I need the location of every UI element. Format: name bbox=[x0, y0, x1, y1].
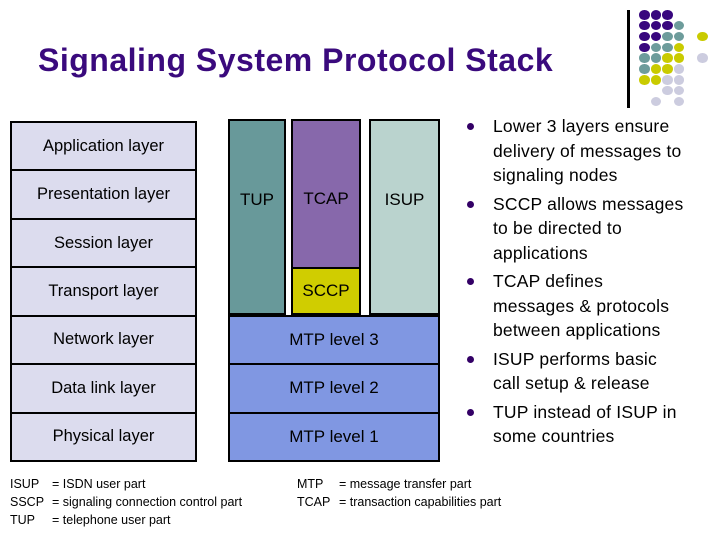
legend-definition: = signaling connection control part bbox=[52, 495, 243, 509]
bullet-text: TUP instead of ISUP in some countries bbox=[493, 401, 677, 447]
legend-abbr: ISUP bbox=[10, 477, 40, 491]
legend-abbr: SSCP bbox=[10, 495, 45, 509]
decoration-dot bbox=[662, 64, 673, 74]
bullet-icon bbox=[467, 278, 474, 285]
isup-label: ISUP bbox=[384, 190, 425, 209]
legend-definition: = transaction capabilities part bbox=[339, 495, 502, 509]
legend-abbr: TUP bbox=[10, 513, 35, 527]
tup-box: TUP bbox=[228, 119, 286, 315]
decoration-dot bbox=[650, 64, 662, 74]
bullet-text: Lower 3 layers ensure delivery of messag… bbox=[493, 116, 682, 185]
decoration-dot bbox=[650, 10, 662, 20]
decoration-dot bbox=[662, 53, 673, 63]
bullet-icon bbox=[467, 408, 474, 416]
legend-entry-mtp: MTP = message transfer part bbox=[297, 475, 501, 493]
decoration-dot bbox=[650, 96, 662, 107]
bullet-list: Lower 3 layers ensure delivery of messag… bbox=[466, 114, 716, 453]
legend-definition: = telephone user part bbox=[52, 513, 171, 527]
decoration-dot bbox=[662, 31, 673, 42]
tcap-label: TCAP bbox=[303, 189, 349, 208]
tup-label: TUP bbox=[240, 190, 274, 209]
sccp-label: SCCP bbox=[302, 281, 350, 300]
decoration-dot bbox=[662, 85, 673, 96]
legend-entry-tup: TUP = telephone user part bbox=[10, 511, 242, 529]
decoration-dot bbox=[639, 31, 650, 42]
decoration-dot bbox=[650, 53, 662, 63]
osi-layer-label: Transport layer bbox=[48, 281, 159, 300]
decoration-dot bbox=[650, 75, 662, 85]
osi-layer-session: Session layer bbox=[10, 217, 197, 269]
decoration-dot bbox=[673, 96, 685, 107]
decoration-dot bbox=[673, 42, 685, 53]
osi-layer-label: Physical layer bbox=[52, 427, 155, 446]
bullet-item: TCAP defines messages & protocols betwee… bbox=[466, 269, 716, 343]
decoration-dot bbox=[673, 64, 685, 74]
bullet-text: TCAP defines messages & protocols betwee… bbox=[493, 271, 670, 340]
decoration-dot bbox=[650, 31, 662, 42]
bullet-item: SCCP allows messages to be directed to a… bbox=[466, 192, 716, 266]
legend-abbr: MTP bbox=[297, 477, 324, 491]
mtp-level-1-box: MTP level 1 bbox=[228, 411, 440, 462]
bullet-text: SCCP allows messages to be directed to a… bbox=[493, 193, 684, 263]
decoration-dot bbox=[639, 20, 650, 31]
osi-layer-label: Session layer bbox=[53, 233, 154, 252]
osi-layer-label: Application layer bbox=[42, 136, 165, 155]
legend-left: ISUP = ISDN user part SSCP = signaling con… bbox=[10, 475, 242, 529]
mtp-level-label: MTP level 3 bbox=[289, 330, 379, 350]
isup-box: ISUP bbox=[369, 119, 440, 315]
bullet-icon bbox=[467, 355, 474, 363]
dots-decoration bbox=[639, 10, 714, 110]
osi-layer-label: Presentation layer bbox=[37, 185, 170, 204]
decoration-dot bbox=[662, 42, 673, 53]
decoration-dot bbox=[650, 42, 662, 53]
decoration-dot bbox=[639, 42, 650, 53]
legend-right: MTP = message transfer part TCAP = transac… bbox=[297, 475, 501, 511]
osi-layer-physical: Physical layer bbox=[10, 411, 197, 462]
decoration-dot bbox=[639, 64, 650, 74]
decoration-dot bbox=[662, 75, 673, 85]
legend-entry-sscp: SSCP = signaling connection control part bbox=[10, 493, 242, 511]
decoration-dot bbox=[639, 10, 650, 20]
decoration-vertical-rule bbox=[627, 10, 630, 108]
mtp-stack: MTP level 3 MTP level 2 MTP level 1 bbox=[228, 315, 440, 462]
mtp-level-label: MTP level 2 bbox=[289, 378, 379, 398]
osi-layer-application: Application layer bbox=[10, 121, 197, 172]
decoration-dot bbox=[639, 75, 650, 85]
osi-layer-stack: Application layer Presentation layer Ses… bbox=[10, 121, 197, 462]
bullet-icon bbox=[467, 200, 474, 208]
osi-layer-network: Network layer bbox=[10, 314, 197, 366]
mtp-level-label: MTP level 1 bbox=[289, 426, 379, 446]
osi-layer-label: Data link layer bbox=[51, 378, 156, 397]
legend-entry-tcap: TCAP = transaction capabilities part bbox=[297, 493, 501, 511]
decoration-dot bbox=[697, 53, 708, 63]
bullet-icon bbox=[467, 123, 474, 130]
decoration-dot bbox=[697, 31, 708, 42]
decoration-dot bbox=[673, 53, 685, 63]
legend-definition: = message transfer part bbox=[339, 477, 472, 491]
decoration-dot bbox=[673, 31, 685, 42]
bullet-item: TUP instead of ISUP in some countries bbox=[466, 400, 716, 449]
decoration-dot bbox=[662, 20, 673, 31]
mtp-level-3-box: MTP level 3 bbox=[228, 315, 440, 366]
page-title: Signaling System Protocol Stack bbox=[38, 42, 554, 78]
legend-abbr: TCAP bbox=[297, 495, 331, 509]
mtp-level-2-box: MTP level 2 bbox=[228, 363, 440, 414]
osi-layer-label: Network layer bbox=[53, 330, 154, 349]
decoration-dot bbox=[639, 53, 650, 63]
bullet-item: ISUP performs basic call setup & release bbox=[466, 347, 716, 396]
decoration-dot bbox=[650, 20, 662, 31]
osi-layer-datalink: Data link layer bbox=[10, 363, 197, 414]
sccp-box: SCCP bbox=[291, 267, 361, 315]
legend-entry-isup: ISUP = ISDN user part bbox=[10, 475, 242, 493]
decoration-dot bbox=[662, 10, 673, 20]
bullet-item: Lower 3 layers ensure delivery of messag… bbox=[466, 114, 716, 188]
osi-layer-presentation: Presentation layer bbox=[10, 169, 197, 220]
decoration-dot bbox=[673, 20, 685, 31]
tcap-box: TCAP bbox=[291, 119, 361, 269]
osi-layer-transport: Transport layer bbox=[10, 266, 197, 317]
legend-definition: = ISDN user part bbox=[52, 477, 146, 491]
decoration-dot bbox=[673, 85, 685, 96]
bullet-text: ISUP performs basic call setup & release bbox=[493, 348, 657, 394]
decoration-dot bbox=[673, 75, 685, 85]
